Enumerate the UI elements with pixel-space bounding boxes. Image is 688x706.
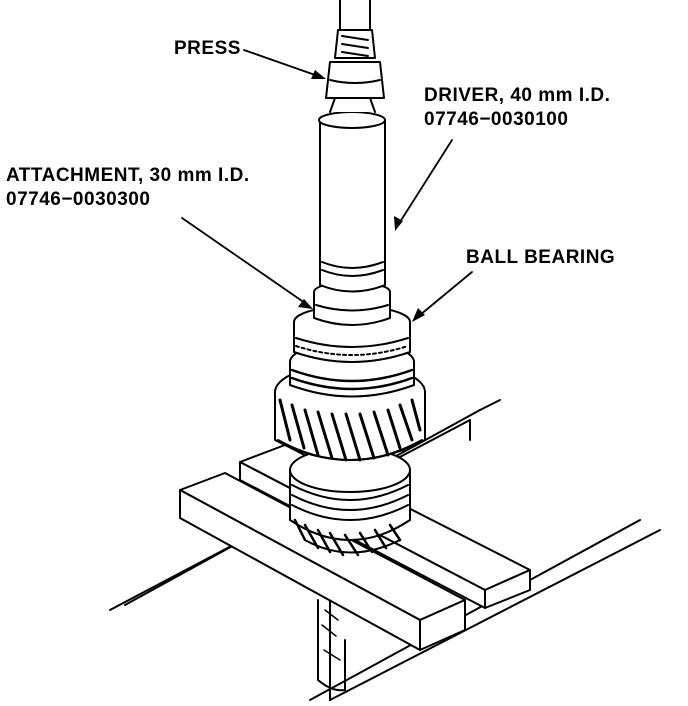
attachment-arrowhead <box>298 299 313 309</box>
driver-tool <box>318 97 386 293</box>
driver-arrowhead <box>394 216 403 231</box>
attachment-leader <box>181 217 306 304</box>
driver-part-number: 07746−0030100 <box>424 109 569 130</box>
driver-leader <box>399 139 453 223</box>
ball-bearing-label: BALL BEARING <box>466 247 616 268</box>
driver-label: DRIVER, 40 mm I.D. <box>424 85 611 106</box>
press-ram <box>325 0 385 99</box>
attachment-label: ATTACHMENT, 30 mm I.D. <box>6 165 250 186</box>
attachment-part-number: 07746−0030300 <box>6 189 151 210</box>
leader-arrows <box>181 49 473 322</box>
lower-gear <box>289 447 411 557</box>
press-label: PRESS <box>174 38 241 59</box>
ball-bearing-arrowhead <box>412 308 425 322</box>
lower-shaft <box>317 599 346 692</box>
press-arrowhead <box>311 70 326 79</box>
press-leader <box>243 49 319 77</box>
ball-bearing-leader <box>419 271 473 316</box>
